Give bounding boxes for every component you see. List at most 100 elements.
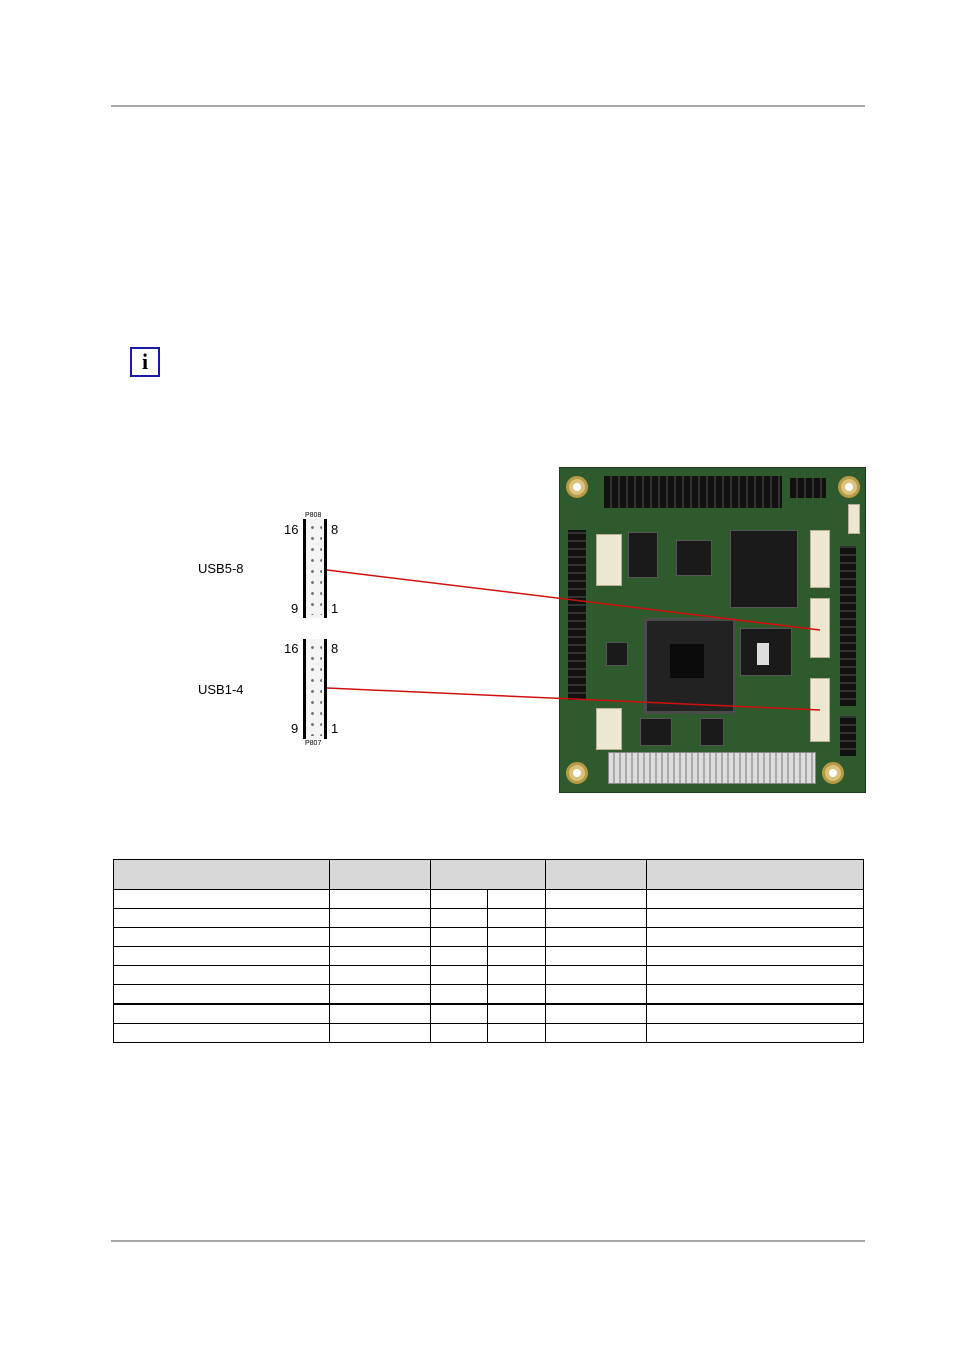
- mount-hole: [822, 762, 844, 784]
- table-cell: [329, 1003, 431, 1024]
- table-row: [113, 1003, 864, 1024]
- footer-rule: [111, 1240, 865, 1242]
- left-header: [568, 530, 586, 700]
- p807-header: [303, 639, 327, 739]
- p807-pin-1: 1: [331, 721, 339, 736]
- table-cell: [113, 984, 330, 1005]
- table-cell: [329, 984, 431, 1005]
- chip: [628, 532, 658, 578]
- white-connector: [810, 530, 830, 588]
- table-cell: [545, 889, 647, 909]
- usb5-8-label: USB5-8: [198, 561, 244, 576]
- usb5-8-pointer-line: [326, 569, 821, 631]
- table-cell: [487, 889, 546, 909]
- table-cell: [646, 984, 864, 1005]
- table-cell: [113, 1003, 330, 1024]
- table-cell: [430, 908, 488, 928]
- table-cell: [430, 1003, 488, 1024]
- chip: [700, 718, 724, 746]
- white-connector: [596, 708, 622, 750]
- p807-pin-8: 8: [331, 641, 339, 656]
- table-header-cell: [646, 859, 864, 890]
- chip: [606, 642, 628, 666]
- p808-header: [303, 519, 327, 618]
- table-cell: [487, 1003, 546, 1024]
- table-cell: [329, 1023, 431, 1043]
- table-cell: [430, 984, 488, 1005]
- table-cell: [646, 965, 864, 985]
- table-cell: [487, 1023, 546, 1043]
- table-row: [113, 1023, 864, 1043]
- p808-pin-16: 16: [284, 522, 299, 537]
- pc104-header-top: [604, 476, 782, 508]
- table-header-cell: [545, 859, 647, 890]
- table-cell: [329, 908, 431, 928]
- table-cell: [430, 1023, 488, 1043]
- table-row: [113, 889, 864, 909]
- table-cell: [430, 946, 488, 966]
- chip: [730, 530, 798, 608]
- table-cell: [430, 965, 488, 985]
- usb1-4-label: USB1-4: [198, 682, 244, 697]
- table-cell: [430, 889, 488, 909]
- table-cell: [113, 946, 330, 966]
- table-cell: [329, 889, 431, 909]
- table-cell: [646, 927, 864, 947]
- table-row: [113, 908, 864, 928]
- table-header-row: [113, 859, 864, 890]
- table-cell: [545, 927, 647, 947]
- table-cell: [646, 908, 864, 928]
- p808-pin-9: 9: [291, 601, 299, 616]
- table-cell: [646, 1003, 864, 1024]
- mount-hole: [566, 476, 588, 498]
- p808-pin-8: 8: [331, 522, 339, 537]
- table-cell: [329, 965, 431, 985]
- table-cell: [545, 908, 647, 928]
- chip: [640, 718, 672, 746]
- table-cell: [545, 965, 647, 985]
- p807-label: P807: [305, 740, 322, 747]
- white-connector: [596, 534, 622, 586]
- table-row: [113, 946, 864, 966]
- table-cell: [646, 889, 864, 909]
- p808-pin-1: 1: [331, 601, 339, 616]
- table-cell: [329, 946, 431, 966]
- p808-label: P808: [305, 512, 322, 519]
- mount-hole: [838, 476, 860, 498]
- usb1-4-pointer-line: [326, 687, 821, 711]
- table-cell: [113, 908, 330, 928]
- info-glyph: i: [141, 349, 149, 374]
- table-cell: [430, 927, 488, 947]
- chipset-die: [757, 643, 769, 665]
- chip: [676, 540, 712, 576]
- pc104-bus: [608, 752, 816, 784]
- table-header-cell: [113, 859, 330, 890]
- table-cell: [113, 965, 330, 985]
- usb5-8-connector: [810, 598, 830, 658]
- table-cell: [545, 984, 647, 1005]
- table-row: [113, 984, 864, 1005]
- table-cell: [487, 927, 546, 947]
- table-cell: [113, 927, 330, 947]
- table-cell: [545, 1023, 647, 1043]
- table-cell: [487, 946, 546, 966]
- pinout-table: [113, 859, 864, 1043]
- table-row: [113, 965, 864, 985]
- white-connector: [848, 504, 860, 534]
- p807-pin-16: 16: [284, 641, 299, 656]
- table-cell: [487, 908, 546, 928]
- table-cell: [545, 1003, 647, 1024]
- table-cell: [329, 927, 431, 947]
- table-header-cell: [430, 859, 546, 890]
- p807-pin-9: 9: [291, 721, 299, 736]
- table-cell: [487, 965, 546, 985]
- table-header-cell: [329, 859, 431, 890]
- table-cell: [646, 1023, 864, 1043]
- table-cell: [113, 1023, 330, 1043]
- cpu-die: [670, 644, 704, 678]
- mount-hole: [566, 762, 588, 784]
- info-icon: i: [130, 347, 160, 377]
- small-header: [790, 478, 826, 498]
- table-cell: [487, 984, 546, 1005]
